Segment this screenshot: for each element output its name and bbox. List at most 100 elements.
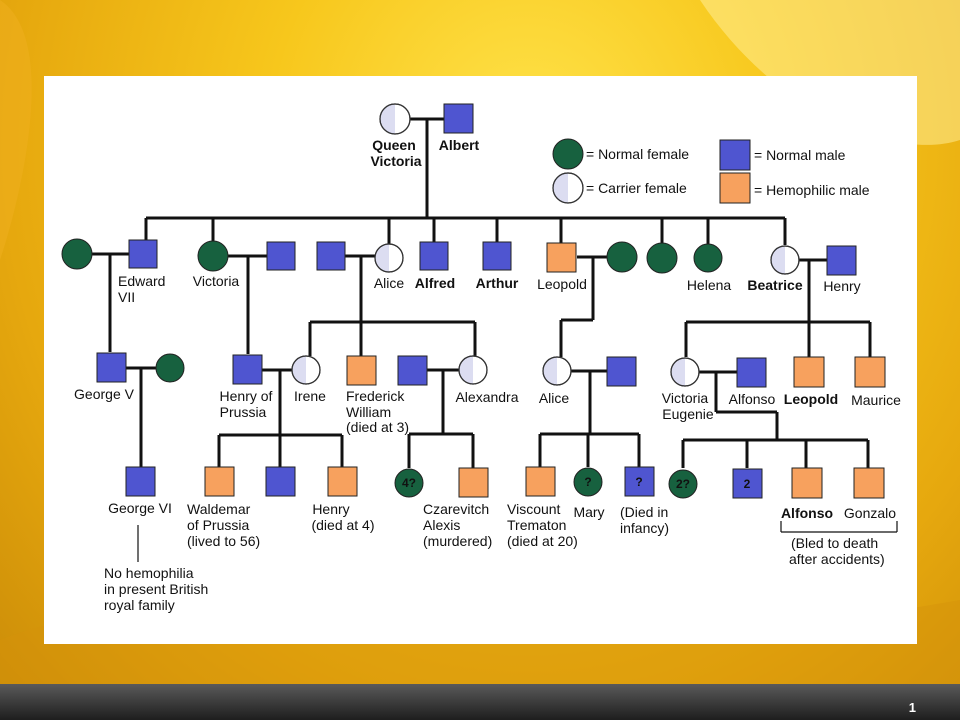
- alfonso-gen4-symbol: [791, 467, 823, 499]
- alice-symbol: [374, 243, 404, 273]
- leopold-label: Leopold: [537, 276, 587, 292]
- czarevitch-symbol: [458, 467, 489, 498]
- legend-hemophilic-male-label: = Hemophilic male: [754, 182, 870, 198]
- mary-q-text: ?: [584, 475, 591, 489]
- queen-victoria-label-2: Victoria: [370, 153, 421, 169]
- alexandra-symbol: [458, 355, 488, 385]
- waldemar-symbol: [204, 466, 235, 497]
- victoria-eugenie-label-1: Victoria: [662, 390, 709, 406]
- beatrice-symbol: [770, 245, 800, 275]
- legend-hemophilic-male-symbol: [719, 172, 751, 204]
- leopold-gen3-label: Leopold: [784, 391, 838, 407]
- czarevitch-label-2: Alexis: [423, 517, 460, 533]
- viscount-symbol: [525, 466, 556, 497]
- alfonso-gen4-label: Alfonso: [781, 505, 833, 521]
- edward-vii-label-1: Edward: [118, 273, 165, 289]
- arthur-label: Arthur: [476, 275, 519, 291]
- albert-label: Albert: [439, 137, 480, 153]
- irene-symbol: [291, 355, 321, 385]
- prince-sigismund-symbol: [265, 466, 296, 497]
- maurice-symbol: [854, 356, 886, 388]
- henry-symbol: [826, 245, 857, 276]
- leopold-gen3-symbol: [793, 356, 825, 388]
- note-label-2: in present British: [104, 581, 208, 597]
- connector-lines: [92, 117, 898, 562]
- four-q-text: 4?: [402, 476, 416, 490]
- george-v-label: George V: [74, 386, 135, 402]
- two-sons-symbol: 2: [732, 468, 763, 499]
- alice-gen3-label: Alice: [539, 390, 570, 406]
- victoria-label: Victoria: [193, 273, 240, 289]
- czarevitch-label-1: Czarevitch: [423, 501, 489, 517]
- mary-label: Mary: [573, 504, 604, 520]
- gonzalo-symbol: [853, 467, 885, 499]
- slide-number: 1: [908, 700, 916, 715]
- legend-carrier-female-symbol: [552, 172, 584, 204]
- beatrice-label: Beatrice: [747, 277, 802, 293]
- died-infancy-label-2: infancy): [620, 520, 669, 536]
- czarevitch-label-3: (murdered): [423, 533, 492, 549]
- leopold-wife-symbol: [606, 241, 638, 273]
- helena-label: Helena: [687, 277, 732, 293]
- edward-wife-symbol: [61, 238, 93, 270]
- henry-gen4-label-2: (died at 4): [311, 517, 374, 533]
- labels: Queen Victoria Albert Edward VII Victori…: [74, 137, 901, 613]
- died-infancy-label-1: (Died in: [620, 504, 668, 520]
- legend-carrier-female-label: = Carrier female: [586, 180, 687, 196]
- helena-symbol: [693, 243, 723, 273]
- george-v-wife-symbol: [155, 353, 185, 383]
- albert-symbol: [443, 103, 474, 134]
- victoria-husband-symbol: [266, 241, 296, 271]
- queen-victoria-label-1: Queen: [372, 137, 416, 153]
- alfonso-gen3-symbol: [736, 357, 767, 388]
- victoria-symbol: [197, 240, 229, 272]
- pedigree-panel: 4? ? ? 2? 2 = Normal female =: [44, 76, 917, 644]
- waldemar-label-3: (lived to 56): [187, 533, 260, 549]
- victoria-eugenie-symbol: [670, 357, 700, 387]
- infancy-symbol: ?: [624, 466, 655, 497]
- infancy-q-text: ?: [635, 475, 642, 489]
- note-label-3: royal family: [104, 597, 175, 613]
- henry-gen4-label-1: Henry: [312, 501, 349, 517]
- alice-gen3-symbol: [542, 356, 572, 386]
- maurice-label: Maurice: [851, 392, 901, 408]
- george-vi-symbol: [125, 466, 156, 497]
- waldemar-label-1: Waldemar: [187, 501, 251, 517]
- alexandra-label: Alexandra: [455, 389, 518, 405]
- four-daughters-symbol: 4?: [394, 468, 424, 498]
- george-vi-label: George VI: [108, 500, 172, 516]
- bottom-bar: [0, 684, 960, 720]
- alice-husband-symbol: [316, 241, 346, 271]
- alfred-label: Alfred: [415, 275, 455, 291]
- two-text: 2: [744, 477, 751, 491]
- irene-label: Irene: [294, 388, 326, 404]
- alfred-symbol: [419, 241, 449, 271]
- gonzalo-label: Gonzalo: [844, 505, 896, 521]
- legend-normal-male-label: = Normal male: [754, 147, 846, 163]
- mary-symbol: ?: [573, 467, 603, 497]
- edward-vii-symbol: [128, 239, 158, 269]
- henry-label: Henry: [823, 278, 860, 294]
- frederick-william-label-1: Frederick: [346, 388, 405, 404]
- viscount-label-2: Trematon: [507, 517, 566, 533]
- alexandra-husband-symbol: [397, 355, 428, 386]
- frederick-william-symbol: [346, 355, 377, 386]
- legend-normal-female-label: = Normal female: [586, 146, 689, 162]
- edward-vii-label-2: VII: [118, 289, 135, 305]
- george-v-symbol: [96, 352, 127, 383]
- pedigree-chart: 4? ? ? 2? 2 = Normal female =: [61, 103, 901, 613]
- alfonso-gen3-label: Alfonso: [729, 391, 776, 407]
- henry-of-prussia-label-2: Prussia: [220, 404, 267, 420]
- frederick-william-label-3: (died at 3): [346, 419, 409, 435]
- alice-label: Alice: [374, 275, 405, 291]
- queen-victoria-symbol: [379, 103, 411, 135]
- victoria-eugenie-label-2: Eugenie: [662, 406, 714, 422]
- note-label-1: No hemophilia: [104, 565, 194, 581]
- henry-of-prussia-symbol: [232, 354, 263, 385]
- leopold-symbol: [546, 242, 577, 273]
- legend: = Normal female = Carrier female = Norma…: [552, 138, 870, 204]
- legend-normal-male-symbol: [719, 139, 751, 171]
- frederick-william-label-2: William: [346, 404, 391, 420]
- henry-gen4-symbol: [327, 466, 358, 497]
- legend-normal-female-symbol: [552, 138, 584, 170]
